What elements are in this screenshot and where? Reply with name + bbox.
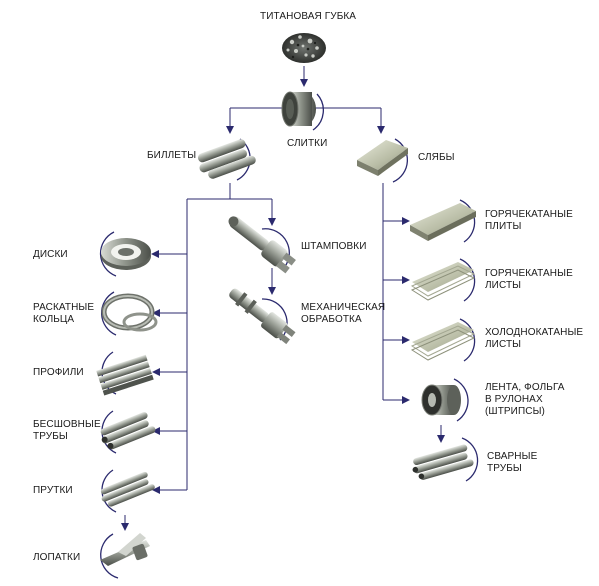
label-seamless-tubes: БЕСШОВНЫЕ ТРУБЫ	[33, 419, 101, 443]
label-seamless-line-1: БЕСШОВНЫЕ	[33, 419, 101, 430]
label-cold-sheets-line-1: ХОЛОДНОКАТАНЫЕ	[485, 327, 584, 338]
label-machining-line-1: МЕХАНИЧЕСКАЯ	[301, 302, 386, 313]
sponge-icon	[282, 33, 326, 63]
ring-icon	[100, 291, 158, 336]
disc-icon	[99, 231, 151, 277]
label-cold-sheets: ХОЛОДНОКАТАНЫЕ ЛИСТЫ	[485, 327, 583, 351]
label-rolled-rings: РАСКАТНЫЕ КОЛЬЦА	[33, 302, 94, 326]
label-hot-sheets-line-1: ГОРЯЧЕКАТАНЫЕ	[485, 268, 573, 279]
label-welded-line-1: СВАРНЫЕ	[487, 451, 538, 462]
label-hot-plates-line-2: ПЛИТЫ	[485, 221, 522, 232]
machined-part-icon	[229, 288, 296, 345]
label-strip-line-3: (ШТРИПСЫ)	[485, 406, 545, 417]
label-rings-line-2: КОЛЬЦА	[33, 314, 75, 325]
welded-tube-icon	[412, 437, 479, 482]
sheet-icon	[410, 258, 476, 302]
plate-icon	[410, 199, 476, 243]
label-welded-line-2: ТРУБЫ	[487, 463, 522, 474]
coil-icon	[421, 378, 469, 422]
label-blades: ЛОПАТКИ	[33, 552, 81, 563]
label-stampings: ШТАМПОВКИ	[301, 241, 367, 252]
label-rings-line-1: РАСКАТНЫЕ	[33, 302, 95, 313]
label-machining-line-2: ОБРАБОТКА	[301, 314, 362, 325]
label-hot-plates-line-1: ГОРЯЧЕКАТАНЫЕ	[485, 209, 573, 220]
label-cold-sheets-line-2: ЛИСТЫ	[485, 339, 522, 350]
label-hot-plates: ГОРЯЧЕКАТАНЫЕ ПЛИТЫ	[485, 209, 573, 233]
label-billets: БИЛЛЕТЫ	[147, 150, 197, 161]
label-strip-line-2: В РУЛОНАХ	[485, 394, 543, 405]
blade-icon	[100, 533, 150, 579]
label-ingots: СЛИТКИ	[287, 138, 328, 149]
label-discs: ДИСКИ	[33, 249, 68, 260]
label-titanium-sponge: ТИТАНОВАЯ ГУБКА	[260, 11, 357, 22]
label-welded-tubes: СВАРНЫЕ ТРУБЫ	[487, 451, 537, 475]
profile-icon	[96, 351, 154, 396]
label-hot-sheets-line-2: ЛИСТЫ	[485, 280, 522, 291]
label-slabs: СЛЯБЫ	[418, 152, 455, 163]
label-strip-line-1: ЛЕНТА, ФОЛЬГА	[485, 382, 565, 393]
label-hot-sheets: ГОРЯЧЕКАТАНЫЕ ЛИСТЫ	[485, 268, 573, 292]
tube-icon	[100, 410, 156, 454]
label-bars: ПРУТКИ	[33, 485, 73, 496]
label-machining: МЕХАНИЧЕСКАЯ ОБРАБОТКА	[301, 302, 385, 326]
forging-icon	[228, 216, 296, 274]
cold-sheet-icon	[410, 318, 476, 362]
connector-lines	[121, 66, 445, 531]
label-profiles: ПРОФИЛИ	[33, 367, 84, 378]
slab-icon	[357, 138, 409, 183]
ingot-icon	[281, 91, 324, 131]
label-seamless-line-2: ТРУБЫ	[33, 431, 68, 442]
label-strip-foil: ЛЕНТА, ФОЛЬГА В РУЛОНАХ (ШТРИПСЫ)	[485, 382, 565, 418]
bar-icon	[100, 469, 155, 513]
billet-icon	[197, 138, 256, 181]
